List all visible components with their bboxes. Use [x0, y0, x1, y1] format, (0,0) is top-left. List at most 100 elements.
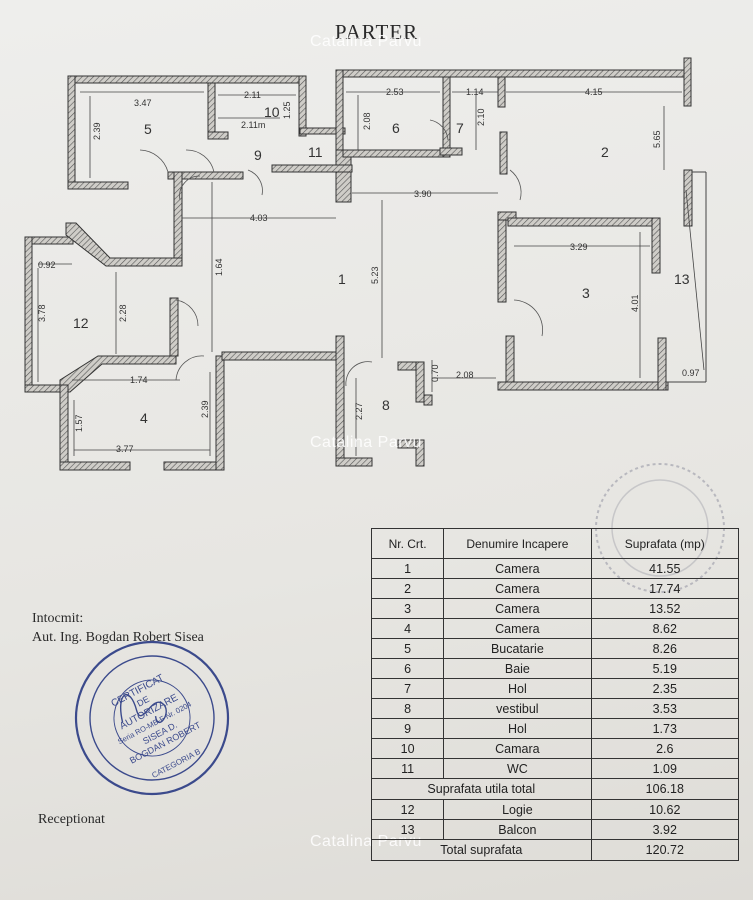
row-nr: 7: [370, 678, 445, 699]
header-name: Denumire Incapere: [443, 528, 592, 559]
dimension-label: 3.47: [134, 98, 152, 108]
row-name: vestibul: [443, 698, 592, 719]
dimension-label: 2.11m: [241, 120, 265, 130]
author-name: Aut. Ing. Bogdan Robert Sisea: [32, 630, 204, 645]
room-label: 1: [338, 271, 346, 287]
row-area: 41.55: [590, 558, 740, 579]
room-labels: 5 9 10 11 6 7 2 1 3 13 12 4 8: [73, 104, 690, 426]
row-nr: 10: [370, 738, 445, 759]
room-label: 11: [308, 144, 323, 160]
room-label: 3: [582, 285, 590, 301]
balcony-outline: [666, 171, 707, 383]
row-area: 8.26: [590, 638, 740, 659]
dimension-label: 4.15: [585, 87, 603, 97]
row-nr: 4: [370, 618, 445, 639]
floor-plan-drawing: 5 9 10 11 6 7 2 1 3 13 12 4 8 3.47 2.39 …: [24, 57, 707, 471]
dimension-label: 2.08: [362, 112, 372, 130]
watermark: Catalina Parvu: [310, 434, 422, 451]
table-header-row: Nr. Crt. Denumire Incapere Suprafata (mp…: [370, 528, 740, 559]
row-nr: 8: [370, 698, 445, 719]
dimension-label: 2.39: [92, 122, 102, 140]
dimension-labels: 3.47 2.39 2.11 2.11m 1.25 2.53 2.08 1.14…: [37, 87, 700, 454]
dimension-label: 0.92: [38, 260, 56, 270]
authorization-stamp: CERTIFICAT DE AUTORIZARE Seria RO-MB-F N…: [74, 640, 230, 796]
plan-title: PARTER: [334, 20, 419, 44]
header-area: Suprafata (mp): [590, 528, 740, 559]
row-name: Hol: [443, 678, 592, 699]
row-area: 13.52: [590, 598, 740, 619]
room-label: 8: [382, 397, 390, 413]
row-area: 5.19: [590, 658, 740, 679]
row-area: 2.6: [590, 738, 740, 759]
row-name: Camera: [443, 598, 592, 619]
row-area: 8.62: [590, 618, 740, 639]
row-nr: 1: [370, 558, 445, 579]
room-label: 10: [264, 104, 280, 120]
row-name: Camera: [443, 578, 592, 599]
row-name: Logie: [443, 799, 592, 820]
dimension-label: 5.65: [652, 130, 662, 148]
room-label: 13: [674, 271, 690, 287]
intocmit-label: Intocmit:: [32, 611, 84, 626]
row-area: 1.09: [590, 758, 740, 779]
room-label: 12: [73, 315, 89, 331]
dimension-lines: [37, 91, 705, 456]
grand-total-label: Total suprafata: [371, 839, 592, 861]
row-area: 10.62: [590, 799, 740, 820]
row-name: WC: [443, 758, 592, 779]
dimension-label: 3.78: [37, 304, 47, 322]
row-nr: 5: [370, 638, 445, 659]
walls: [24, 57, 693, 471]
dimension-label: 0.70: [430, 364, 440, 382]
room-label: 4: [140, 410, 148, 426]
row-nr: 12: [370, 799, 445, 820]
dimension-label: 3.77: [116, 444, 134, 454]
row-name: Bucatarie: [443, 638, 592, 659]
row-name: Baie: [443, 658, 592, 679]
row-nr: 6: [370, 658, 445, 679]
row-nr: 3: [370, 598, 445, 619]
grand-total-row: Total suprafata 120.72: [371, 839, 740, 861]
dimension-label: 1.14: [466, 87, 484, 97]
dimension-label: 3.90: [414, 189, 432, 199]
dimension-label: 2.11: [244, 90, 261, 100]
dimension-label: 2.10: [476, 108, 486, 126]
row-nr: 11: [370, 758, 445, 779]
room-label: 2: [601, 144, 609, 160]
room-label: 6: [392, 120, 400, 136]
receptionat-label: Receptionat: [38, 812, 105, 827]
grand-total-value: 120.72: [590, 839, 740, 861]
dimension-label: 4.03: [250, 213, 268, 223]
room-label: 5: [144, 121, 152, 137]
row-area: 3.92: [590, 819, 740, 840]
dimension-label: 2.28: [118, 304, 128, 322]
watermark: Catalina Parvu: [310, 33, 422, 50]
dimension-label: 1.64: [214, 258, 224, 276]
header-nr: Nr. Crt.: [370, 528, 445, 559]
row-name: Camera: [443, 558, 592, 579]
room-label: 7: [456, 120, 464, 136]
row-name: Balcon: [443, 819, 592, 840]
row-area: 17.74: [590, 578, 740, 599]
row-area: 1.73: [590, 718, 740, 739]
row-name: Camara: [443, 738, 592, 759]
surface-table: Nr. Crt. Denumire Incapere Suprafata (mp…: [370, 528, 740, 861]
row-area: 2.35: [590, 678, 740, 699]
row-name: Camera: [443, 618, 592, 639]
dimension-label: 1.25: [282, 101, 292, 119]
dimension-label: 1.74: [130, 375, 148, 385]
dimension-label: 2.27: [354, 402, 364, 420]
dimension-label: 2.53: [386, 87, 404, 97]
